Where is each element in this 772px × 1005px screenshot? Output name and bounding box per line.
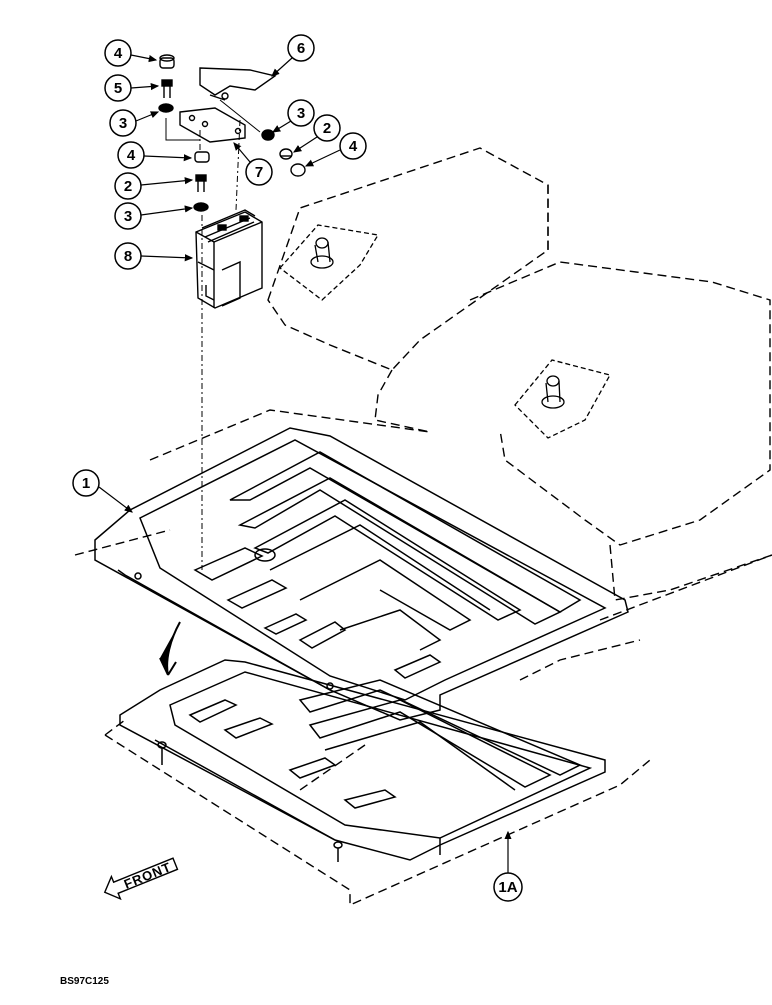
callout-6-label: 6: [297, 40, 305, 57]
callout-4-right: 4: [304, 132, 367, 167]
front-label: FRONT: [122, 859, 174, 892]
callout-4-middle: 4: [117, 141, 193, 169]
left-joystick: [279, 224, 380, 301]
switch-assembly: [158, 54, 306, 309]
leader-lines: [165, 99, 261, 141]
right-joystick: [514, 359, 611, 439]
callout-4-middle-label: 4: [127, 147, 136, 164]
drawing-code: BS97C125: [60, 976, 109, 987]
assembly-lines: [199, 119, 241, 570]
callout-1: 1: [72, 469, 133, 513]
callout-1a: 1A: [493, 830, 523, 902]
front-arrow: FRONT: [103, 857, 179, 901]
callout-2-right-label: 2: [323, 120, 331, 137]
console-outline: [74, 147, 772, 907]
floor-mat-lower: [119, 659, 606, 862]
callout-5: 5: [104, 74, 160, 102]
callout-2-middle-label: 2: [124, 178, 132, 195]
callout-7: 7: [233, 142, 273, 186]
floor-mat-upper: [94, 427, 629, 721]
callout-8-label: 8: [124, 248, 132, 265]
callout-8: 8: [114, 242, 194, 270]
callout-3-right: 3: [271, 99, 315, 133]
callout-4-right-label: 4: [349, 138, 358, 155]
callout-6: 6: [271, 34, 315, 77]
callout-4-top-label: 4: [114, 45, 123, 62]
callout-3-right-label: 3: [297, 105, 305, 122]
callout-1a-label: 1A: [498, 879, 517, 896]
callout-3-top-label: 3: [119, 115, 127, 132]
callout-3-middle: 3: [114, 202, 194, 230]
callout-1-label: 1: [82, 475, 90, 492]
callout-3-top: 3: [109, 109, 160, 137]
callout-2-right: 2: [292, 114, 341, 153]
rotation-arrow: [159, 621, 181, 676]
callout-2-middle: 2: [114, 172, 194, 200]
callout-3-middle-label: 3: [124, 208, 132, 225]
callout-5-label: 5: [114, 80, 122, 97]
callout-4-top: 4: [104, 39, 158, 67]
callout-7-label: 7: [255, 164, 263, 181]
